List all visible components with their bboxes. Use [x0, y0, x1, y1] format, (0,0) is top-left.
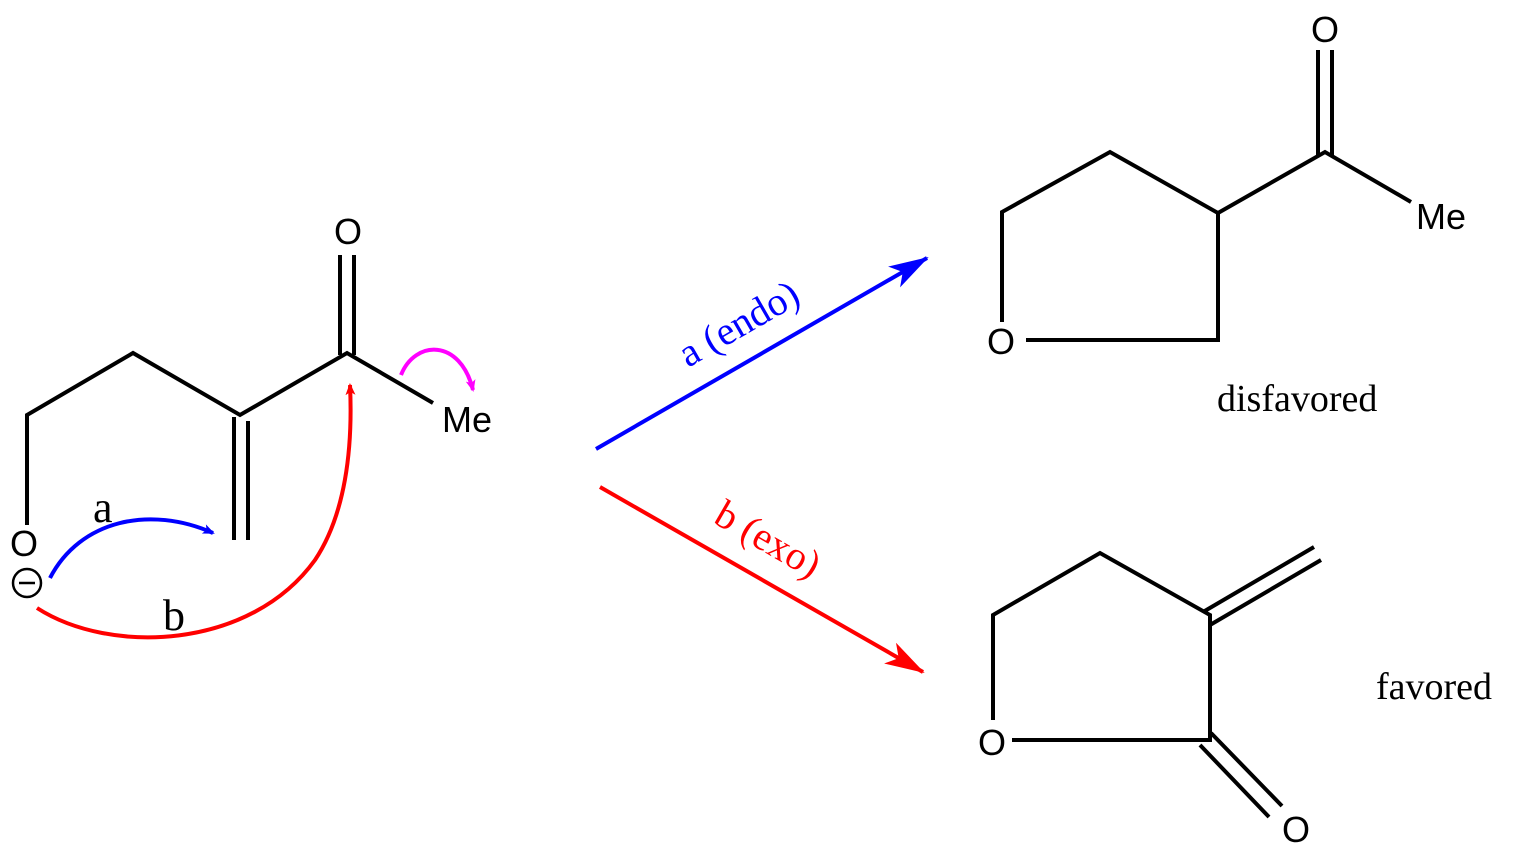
- reactant-molecule: O O Me a b: [10, 211, 492, 640]
- alkoxide-oxygen: O: [10, 523, 38, 564]
- product-endo-ring-bonds: [1000, 149, 1220, 342]
- reaction-arrow-a-icon: [595, 256, 929, 451]
- product-exo-carbonyl-bond-1: [1198, 743, 1271, 819]
- product-exo-caption: favored: [1376, 666, 1492, 708]
- curved-arrow-a-icon: [48, 517, 215, 579]
- product-exo-methylene-bond-1: [1201, 545, 1316, 614]
- curved-arrow-b-icon: [35, 383, 356, 640]
- reaction-arrow-b-label: b (exo): [708, 491, 830, 587]
- product-exo-ring-bonds: [991, 550, 1212, 742]
- product-endo: O O Me disfavored: [987, 9, 1466, 420]
- product-exo-carbonyl-oxygen: O: [1282, 809, 1310, 850]
- reactant-methyl: Me: [442, 399, 492, 440]
- product-exo-carbonyl-bond-2: [1209, 731, 1284, 808]
- reaction-arrow-b: b (exo): [599, 485, 925, 674]
- arrow-b-label: b: [163, 591, 185, 640]
- methyl-curved-arrow-icon: [399, 347, 476, 392]
- product-endo-ring-oxygen: O: [987, 321, 1015, 362]
- reactant-chain-bonds: [25, 350, 435, 525]
- product-endo-caption: disfavored: [1217, 378, 1377, 420]
- product-endo-acyl-bonds: [1217, 149, 1413, 215]
- negative-charge-icon: [11, 567, 43, 599]
- reaction-arrow-b-icon: [599, 485, 925, 674]
- arrow-a-label: a: [93, 483, 113, 532]
- product-exo-ring-oxygen: O: [978, 722, 1006, 763]
- product-endo-methyl: Me: [1416, 196, 1466, 237]
- reaction-arrow-a-label: a (endo): [670, 271, 807, 376]
- product-exo-methylene-bond-2: [1208, 558, 1323, 627]
- product-exo: O O favored: [978, 545, 1492, 850]
- product-endo-carbonyl-oxygen: O: [1311, 9, 1339, 50]
- reactant-carbonyl-oxygen: O: [334, 211, 362, 252]
- reaction-arrow-a: a (endo): [595, 256, 929, 451]
